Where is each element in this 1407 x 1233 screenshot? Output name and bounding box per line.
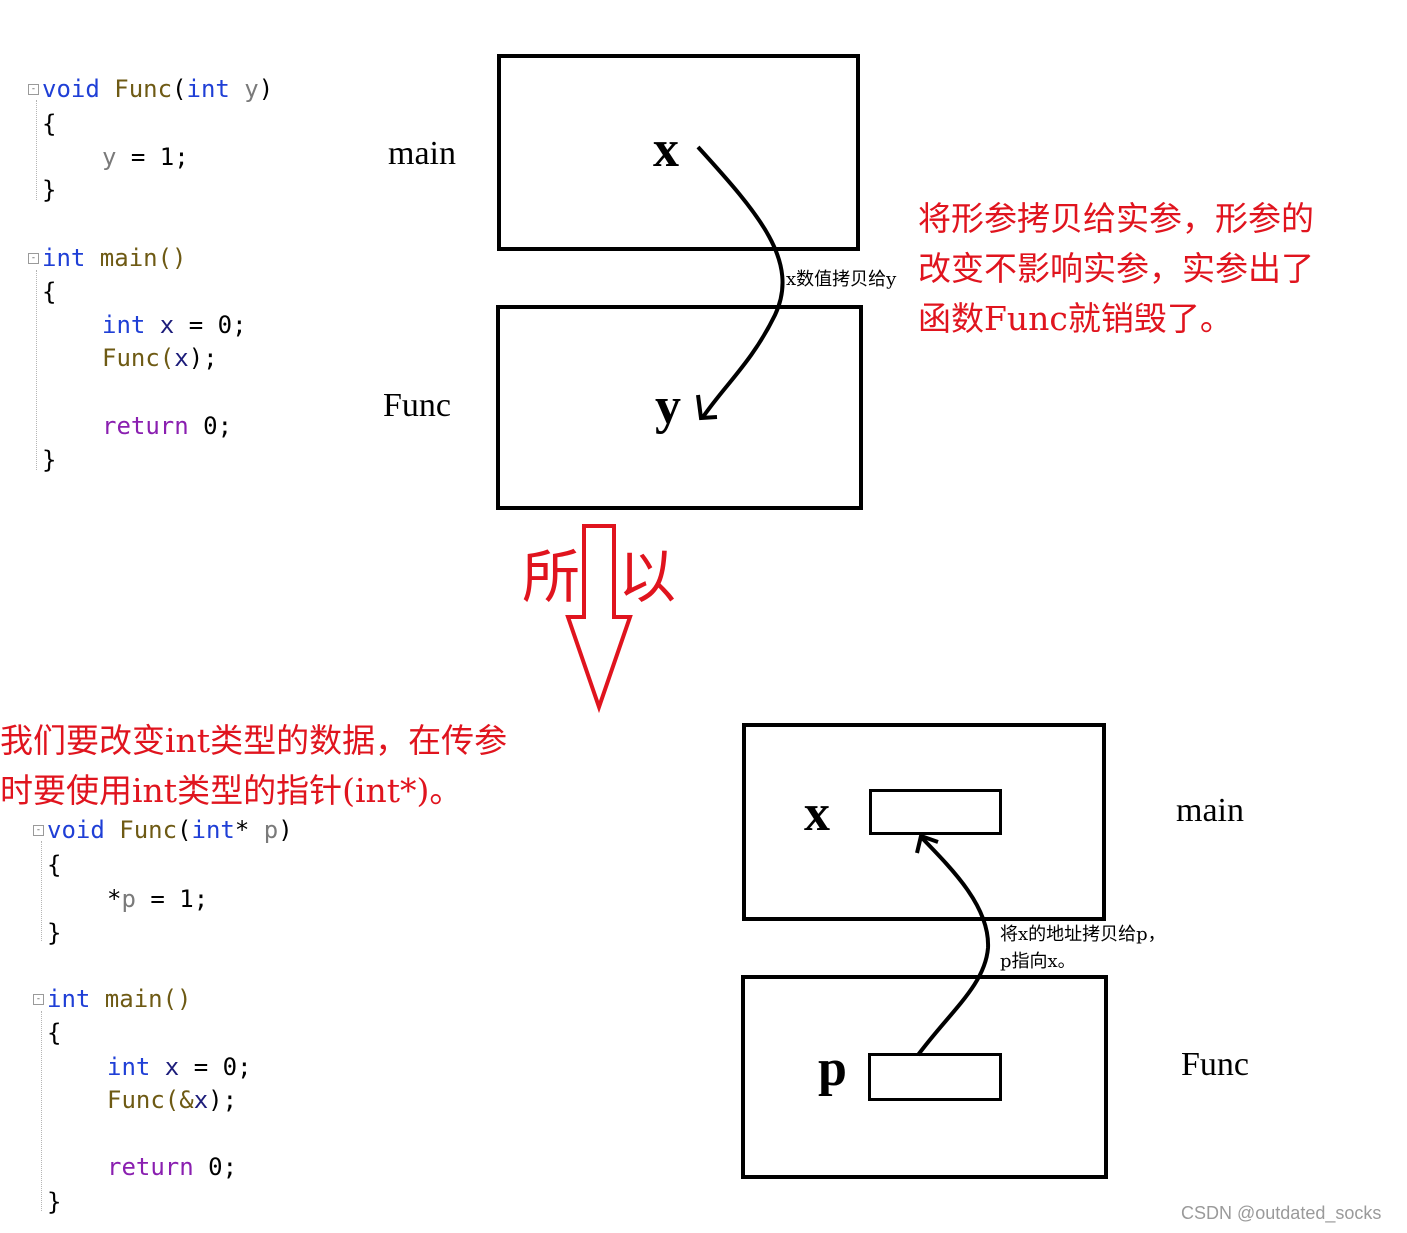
code-gutter-line (36, 100, 37, 200)
code-line-return: return 0; (102, 412, 233, 440)
copy-address-note-line: 将x的地址拷贝给p， (1000, 924, 1166, 945)
x-storage-cell (869, 789, 1002, 835)
code-line-func-decl: void Func(int* p) (47, 816, 293, 844)
func-frame-label-bottom: Func (1181, 1046, 1249, 1083)
explanation-top-line: 改变不影响实参，实参出了 (918, 249, 1314, 288)
explanation-bottom: 我们要改变int类型的数据，在传参 时要使用int类型的指针(int*)。 (0, 716, 507, 816)
watermark: CSDN @outdated_socks (1181, 1203, 1382, 1223)
explanation-bottom-line: 我们要改变int类型的数据，在传参 (0, 721, 508, 760)
explanation-top: 将形参拷贝给实参，形参的 改变不影响实参，实参出了 函数Func就销毁了。 (918, 194, 1314, 344)
code-line-close-brace: } (47, 919, 62, 947)
code-line-open-brace: { (42, 110, 57, 138)
code-line-assign: y = 1; (102, 143, 189, 171)
main-stack-frame-bottom (742, 723, 1106, 921)
code-line-open-brace: { (47, 1019, 62, 1047)
collapse-icon[interactable]: - (28, 253, 39, 264)
code-gutter-line (41, 841, 42, 941)
explanation-top-line: 将形参拷贝给实参，形参的 (918, 199, 1314, 238)
code-line-assign: *p = 1; (107, 885, 209, 913)
collapse-icon[interactable]: - (33, 825, 44, 836)
var-p-label: p (818, 1040, 847, 1097)
so-down-arrow (565, 524, 633, 714)
explanation-bottom-line: 时要使用int类型的指针(int*)。 (0, 771, 463, 810)
code-line-return: return 0; (107, 1153, 238, 1181)
main-frame-label-bottom: main (1176, 792, 1244, 829)
code-line-func-decl: void Func(int y) (42, 75, 274, 103)
copy-value-arrowhead (696, 394, 718, 421)
code-gutter-line (36, 270, 37, 470)
code-block-top: - void Func(int y) { y = 1; } - int main… (28, 75, 342, 485)
copy-address-note-line: p指向x。 (1000, 951, 1076, 972)
copy-address-note: 将x的地址拷贝给p， p指向x。 (1000, 921, 1166, 975)
var-x-label-bottom: x (804, 785, 830, 842)
func-stack-frame (496, 305, 863, 510)
code-line-main-decl: int main() (42, 244, 187, 272)
so-char-left: 所 (522, 543, 581, 611)
collapse-icon[interactable]: - (28, 84, 39, 95)
explanation-top-line: 函数Func就销毁了。 (918, 299, 1233, 338)
code-line-open-brace: { (47, 851, 62, 879)
var-x-label: x (653, 121, 679, 178)
copy-address-arrowhead (915, 833, 939, 854)
code-line-close-brace: } (42, 176, 57, 204)
main-frame-label: main (388, 135, 456, 172)
code-line-call: Func(&x); (107, 1086, 238, 1114)
copy-value-arrow (696, 145, 785, 419)
func-frame-label: Func (383, 387, 451, 424)
code-line-decl-x: int x = 0; (102, 311, 247, 339)
p-storage-cell (868, 1053, 1002, 1101)
code-line-close-brace: } (42, 446, 57, 474)
collapse-icon[interactable]: - (33, 994, 44, 1005)
so-char-right: 以 (618, 543, 677, 611)
code-block-bottom: - void Func(int* p) { *p = 1; } - int ma… (33, 816, 347, 1226)
code-line-close-brace: } (47, 1188, 62, 1216)
copy-address-arrow (916, 836, 991, 1057)
copy-value-note: x数值拷贝给y (786, 269, 897, 290)
code-line-open-brace: { (42, 278, 57, 306)
var-y-label: y (655, 378, 681, 435)
code-line-call: Func(x); (102, 344, 218, 372)
func-stack-frame-bottom (741, 975, 1108, 1179)
main-stack-frame (497, 54, 860, 251)
code-line-main-decl: int main() (47, 985, 192, 1013)
code-line-decl-x: int x = 0; (107, 1053, 252, 1081)
code-gutter-line (41, 1011, 42, 1211)
